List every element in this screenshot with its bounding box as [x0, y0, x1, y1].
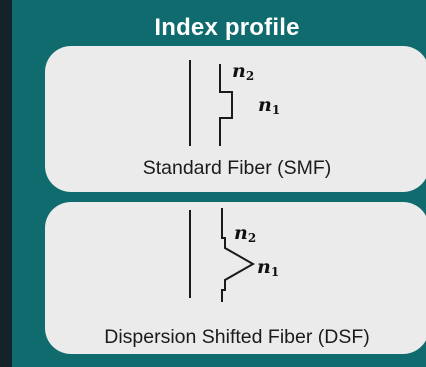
dsf-triangular-profile — [221, 208, 256, 302]
smf-index-profile-diagram — [189, 60, 233, 146]
dsf-index-profile-diagram — [189, 208, 256, 302]
smf-card: n2 n1 Standard Fiber (SMF) — [45, 46, 426, 192]
dsf-caption: Dispersion Shifted Fiber (DSF) — [104, 326, 370, 348]
smf-n2-label: n2 — [232, 60, 255, 83]
smf-n1-label: n1 — [258, 94, 281, 117]
smf-caption: Standard Fiber (SMF) — [142, 157, 332, 179]
dsf-card: n2 n1 Dispersion Shifted Fiber (DSF) — [45, 202, 426, 354]
dsf-n2-label: n2 — [234, 222, 257, 245]
slide-title: Index profile — [154, 14, 300, 41]
smf-step-profile — [219, 64, 233, 146]
dsf-n1-label: n1 — [257, 256, 280, 279]
